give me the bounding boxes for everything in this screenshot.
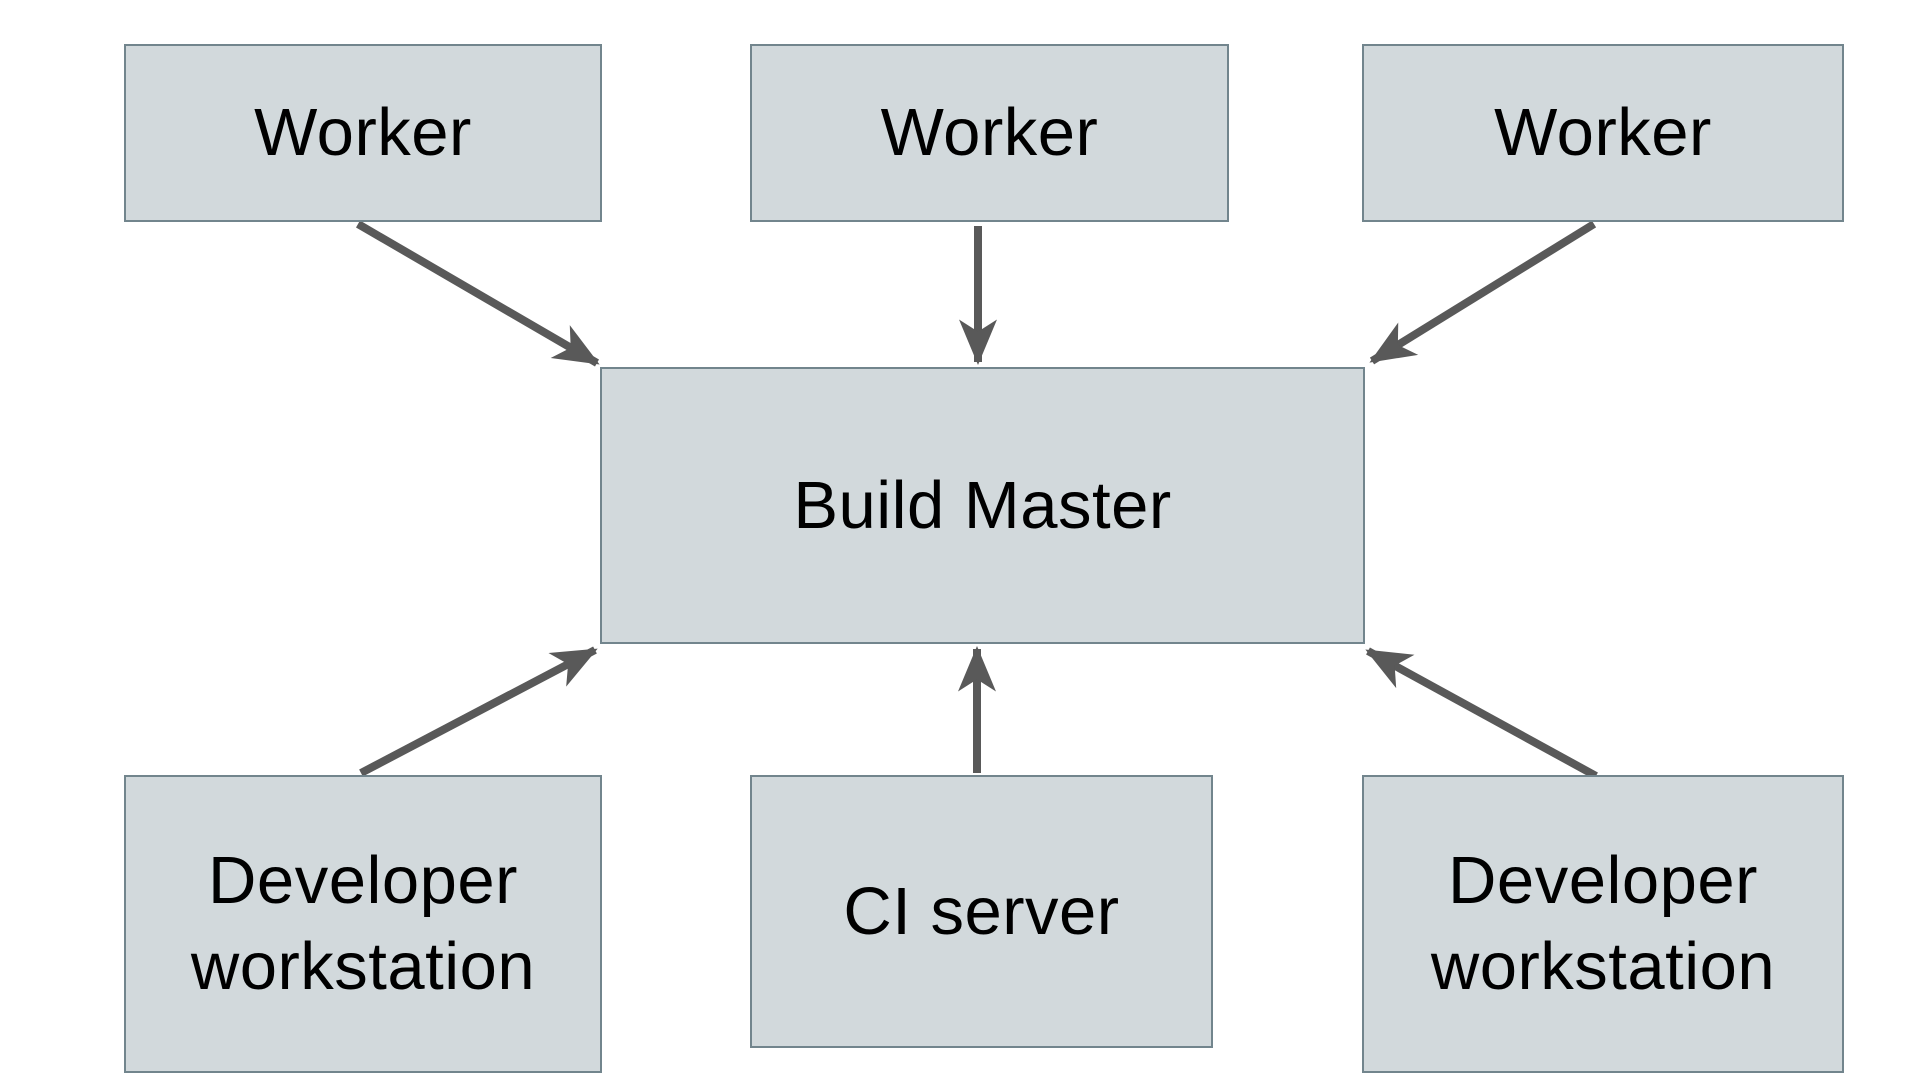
arrow-developer-workstation-left-to-build-master — [359, 646, 598, 777]
node-build-master: Build Master — [600, 367, 1365, 644]
node-build-master-label: Build Master — [793, 467, 1172, 543]
node-ci-server-label: CI server — [843, 873, 1120, 949]
node-worker-1: Worker — [124, 44, 602, 222]
node-worker-2: Worker — [750, 44, 1229, 222]
node-worker-3: Worker — [1362, 44, 1844, 222]
node-developer-workstation-left-label: Developer workstation — [190, 843, 536, 1004]
node-ci-server: CI server — [750, 775, 1213, 1048]
node-developer-workstation-right-label: Developer workstation — [1430, 843, 1776, 1004]
node-worker-3-label: Worker — [1494, 95, 1712, 171]
node-developer-workstation-right: Developer workstation — [1362, 775, 1844, 1073]
node-worker-1-label: Worker — [254, 95, 472, 171]
arrow-developer-workstation-right-to-build-master — [1365, 647, 1598, 780]
arrow-worker-1-to-build-master — [355, 220, 600, 367]
node-worker-2-label: Worker — [880, 95, 1099, 171]
node-developer-workstation-left: Developer workstation — [124, 775, 602, 1073]
arrow-worker-3-to-build-master — [1369, 220, 1597, 365]
